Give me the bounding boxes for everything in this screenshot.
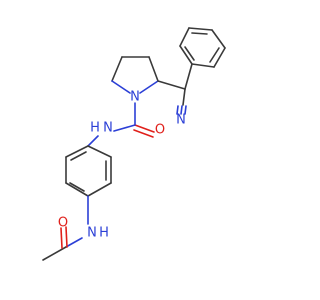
phenyl-double-1 xyxy=(209,47,220,63)
phenyl-bond-4 xyxy=(188,27,213,31)
bond-c2-ch xyxy=(157,80,186,90)
phenyl-double-2 xyxy=(191,32,208,35)
amide-oxygen-label: O xyxy=(155,123,165,138)
ring-bond-c2-n xyxy=(139,80,159,94)
side-chain xyxy=(157,63,193,115)
structure-canvas: N O N H N N H O xyxy=(42,27,226,261)
acetamide-hydrogen-label: H xyxy=(99,226,109,241)
phenyl-double-3 xyxy=(184,46,195,61)
ring-bond-n-c5 xyxy=(111,80,131,94)
acetamide-oxygen-label: O xyxy=(58,216,68,231)
bond-ch-nitrile-c xyxy=(182,88,186,106)
phenylene-bond-3 xyxy=(87,182,112,197)
nitrile-triple-bond-a xyxy=(180,105,183,115)
phenylene-bond-1 xyxy=(87,145,112,158)
phenylene-double-3 xyxy=(70,151,87,161)
phenylene-double-2 xyxy=(69,182,85,192)
amide-hydrogen-label: H xyxy=(90,121,100,136)
bond-nh-aryl xyxy=(87,135,99,147)
phenyl-bond-2 xyxy=(213,47,226,68)
acetamide xyxy=(42,195,89,261)
ring-nitrogen-label: N xyxy=(130,90,140,105)
nitrile-triple-bond-c xyxy=(184,105,187,115)
acetamide-nitrogen-label: N xyxy=(87,226,97,241)
bond-ch-phenyl xyxy=(184,63,193,90)
molecule-drawing: N O N H N N H O xyxy=(42,27,226,261)
acyl-double-b xyxy=(60,227,63,249)
bond-carbonyl-nh xyxy=(113,124,136,132)
carbonyl-double-b xyxy=(133,129,154,138)
phenylene-bond-6 xyxy=(65,145,89,158)
phenyl-bond-1 xyxy=(191,63,215,68)
amide-nitrogen-label: N xyxy=(103,121,113,136)
phenyl-bond-3 xyxy=(211,29,226,49)
phenylene-bond-4 xyxy=(65,182,89,197)
carboxamide xyxy=(87,102,155,147)
ring-bond-c3-c2 xyxy=(148,56,159,82)
acyl-double-a xyxy=(65,226,68,248)
phenyl-ring xyxy=(179,27,226,68)
phenylene-ring xyxy=(65,145,112,197)
phenyl-bond-6 xyxy=(179,45,193,65)
nitrile-nitrogen-label: N xyxy=(176,113,186,128)
phenyl-bond-5 xyxy=(179,27,190,47)
bond-acyl-methyl xyxy=(42,246,67,261)
carbonyl-double-a xyxy=(134,124,155,133)
pyrrolidine-ring xyxy=(111,56,159,94)
ring-bond-c5-c4 xyxy=(111,56,123,82)
bond-nh-acyl xyxy=(65,237,83,248)
nitrile-triple-bond-b xyxy=(176,105,179,115)
